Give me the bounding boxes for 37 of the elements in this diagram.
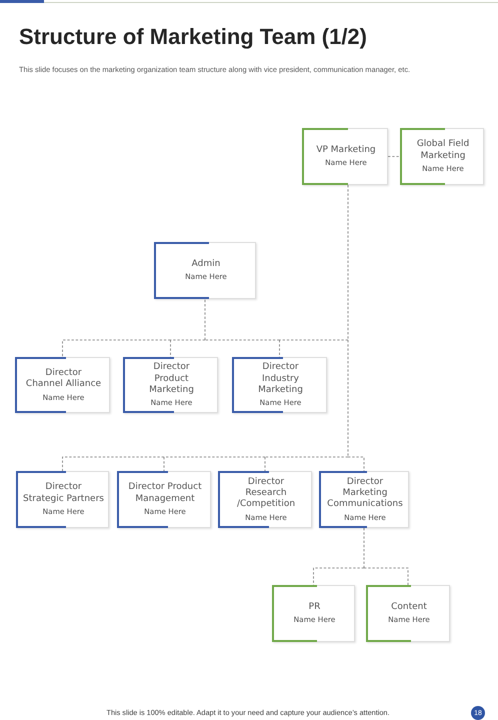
dashed-connector [313, 568, 364, 586]
dashed-connector [164, 456, 266, 458]
role-title: VP Marketing [316, 145, 376, 156]
dashed-connector [364, 568, 408, 586]
dashed-connector [264, 456, 266, 472]
role-card [15, 357, 110, 413]
dashed-connector [279, 340, 280, 358]
role-title: Global Field Marketing [416, 139, 470, 162]
dashed-connector [348, 456, 364, 472]
role-card [302, 128, 388, 185]
role-title: PR [308, 602, 320, 614]
role-title: Director Strategic Partners [22, 482, 105, 506]
role-card [400, 128, 484, 185]
dashed-connector [170, 340, 171, 358]
role-card [232, 357, 327, 413]
role-title: Admin [192, 259, 220, 270]
role-card [319, 471, 409, 528]
role-title: Content [391, 602, 427, 614]
role-title: Director Industry Marketing [257, 362, 304, 396]
dashed-connector [264, 456, 348, 458]
slide-title: Structure of Marketing Team (1/2) [19, 24, 367, 50]
role-title: Director Channel Alliance [24, 368, 102, 391]
dashed-connector [388, 156, 400, 157]
role-card [16, 471, 109, 528]
role-card [154, 242, 256, 299]
role-title: Director Product Marketing [148, 362, 195, 396]
dashed-connector [62, 340, 171, 358]
dashed-connector [204, 298, 206, 340]
role-card [123, 357, 218, 413]
role-card [218, 471, 312, 528]
role-card [272, 585, 355, 642]
dashed-connector [62, 456, 164, 472]
role-title: Director Research /Competition [236, 476, 296, 511]
role-card [117, 471, 211, 528]
role-title: Director Marketing Communications [326, 476, 404, 511]
role-title: Director Product Management [127, 482, 203, 506]
role-card [366, 585, 450, 642]
